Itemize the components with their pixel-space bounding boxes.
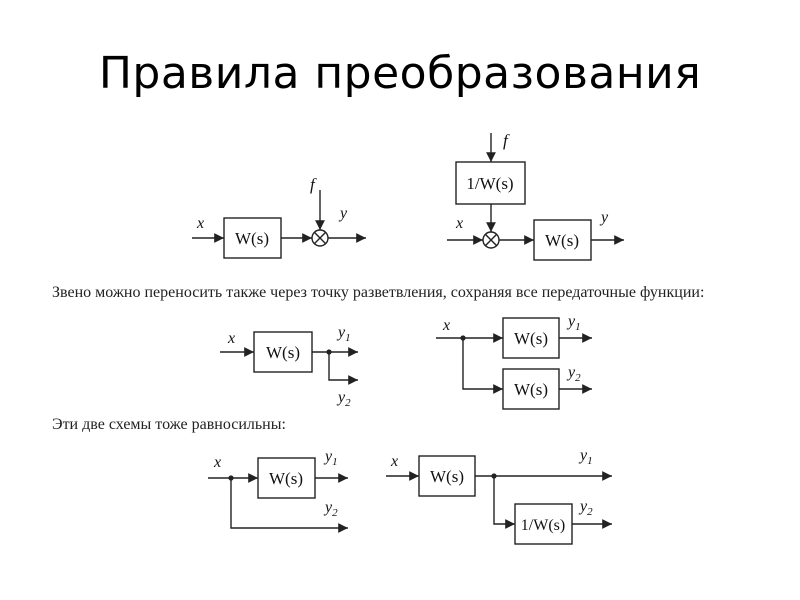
caption-equivalent-schemes: Эти две схемы тоже равносильны: [52,416,286,433]
label-y2: y2 [336,389,351,409]
diagram-5-branch-before-block: x W(s) y1 y2 [208,448,348,533]
diagram-3-branch-after-block: x W(s) y1 y2 [220,324,358,409]
ws-block-bottom [502,368,560,410]
label-y1: y1 [566,313,581,333]
label-y2: y2 [566,364,581,384]
ws-block [257,457,316,499]
summing-junction [482,231,500,249]
label-x: x [455,215,463,232]
label-x: x [227,330,235,347]
input-arrow-bottom [462,338,503,394]
label-y1: y1 [578,447,593,467]
ws-label: W(s) [514,380,548,399]
ws-block [223,217,282,259]
branch-to-inverse-arrow [493,476,515,529]
output-y2-arrow [230,478,348,533]
output-y2-arrow [328,352,358,385]
label-y2: y2 [578,498,593,518]
inverse-ws-label: 1/W(s) [521,517,565,534]
label-f: f [503,131,510,150]
label-x: x [390,453,398,470]
label-y2: y2 [323,499,338,519]
label-y: y [599,209,609,226]
ws-label: W(s) [514,329,548,348]
label-f: f [310,175,317,194]
label-y: y [338,205,348,222]
label-x: x [213,454,221,471]
label-y1: y1 [336,324,351,344]
summing-junction [311,229,329,247]
ws-block [418,455,476,497]
diagram-1-summing-after-block: x W(s) f y [192,175,366,259]
ws-block-top [502,317,560,359]
inverse-ws-block [514,503,573,545]
diagram-6-branch-after-block-with-inverse: x W(s) 1/W(s) y1 y2 [386,447,612,545]
ws-label: W(s) [269,469,303,488]
diagram-4-branch-before-blocks: x W(s) W(s) y1 y2 [436,313,592,410]
diagram-2-summing-before-block: f 1/W(s) x W(s) y [447,131,624,261]
label-x: x [196,215,204,232]
slide-title: Правила преобразования [98,48,702,99]
label-y1: y1 [323,448,338,468]
ws-label: W(s) [235,229,269,248]
ws-label: W(s) [430,467,464,486]
inverse-ws-label: 1/W(s) [466,174,513,193]
caption-branch-point: Звено можно переносить также через точку… [52,284,705,301]
ws-label: W(s) [266,343,300,362]
label-x: x [442,317,450,334]
ws-label: W(s) [545,231,579,250]
